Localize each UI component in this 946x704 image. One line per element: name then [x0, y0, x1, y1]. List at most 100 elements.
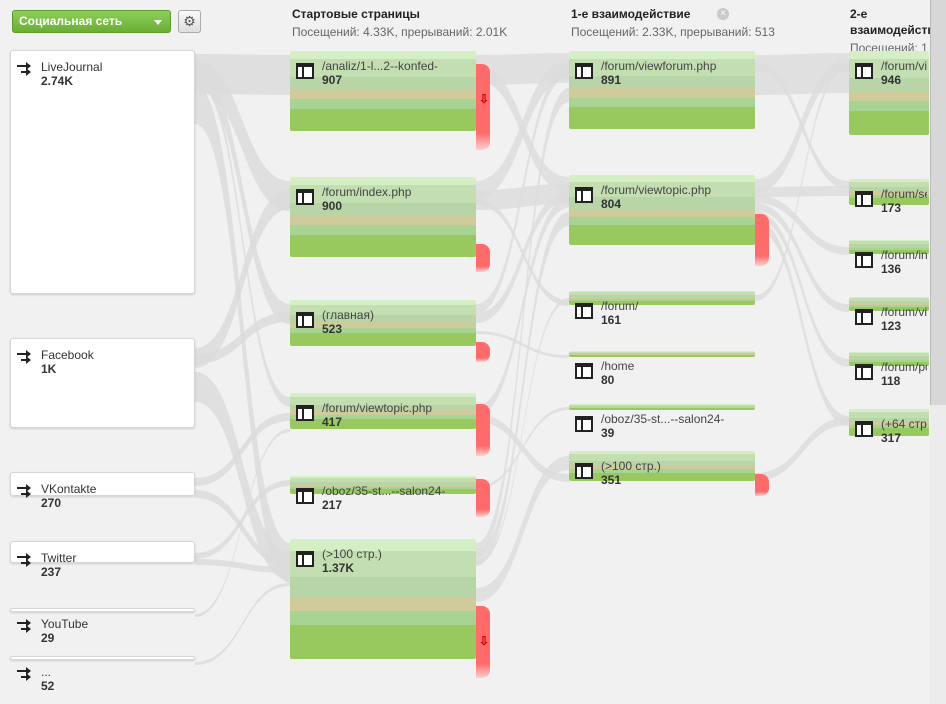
flow-link[interactable] [755, 417, 849, 481]
node-band [849, 244, 929, 247]
node-band [849, 305, 929, 308]
dropoff-bar[interactable] [755, 214, 769, 266]
dropoff-bar[interactable] [755, 474, 769, 496]
page-node[interactable] [569, 291, 755, 305]
node-band [849, 307, 929, 311]
source-node[interactable] [10, 656, 195, 660]
flow-link[interactable] [476, 60, 569, 199]
flow-link[interactable] [476, 407, 569, 489]
dropoff-bar[interactable] [476, 479, 490, 517]
chevron-down-icon [154, 20, 162, 25]
flow-link[interactable] [755, 211, 849, 367]
page-node[interactable] [849, 352, 929, 366]
dropoff-bar[interactable] [476, 404, 490, 456]
page-node[interactable] [569, 51, 755, 129]
flow-link[interactable] [476, 298, 569, 565]
page-icon [855, 252, 873, 268]
flow-link[interactable] [195, 66, 290, 324]
page-node-value: 123 [881, 319, 902, 333]
node-band [849, 246, 929, 249]
flow-link[interactable] [195, 480, 290, 559]
source-node[interactable] [10, 608, 195, 612]
node-band [569, 351, 755, 353]
node-band [290, 625, 476, 659]
page-node[interactable] [290, 300, 476, 346]
dimension-select-button[interactable]: Социальная сеть [12, 10, 171, 33]
flow-link[interactable] [476, 88, 569, 557]
node-band [569, 88, 755, 98]
settings-button[interactable]: ⚙ [178, 10, 201, 33]
flow-link[interactable] [195, 189, 290, 368]
flow-link[interactable] [755, 58, 849, 193]
flow-link[interactable] [195, 312, 290, 364]
flow-link[interactable] [195, 429, 290, 617]
flow-link[interactable] [755, 186, 849, 197]
flow-link[interactable] [476, 456, 569, 602]
page-node[interactable] [290, 393, 476, 429]
node-band [290, 484, 476, 487]
source-node[interactable] [10, 50, 195, 294]
flow-link[interactable] [195, 559, 290, 573]
flow-link[interactable] [195, 413, 290, 486]
vertical-scrollbar[interactable] [930, 0, 946, 405]
page-node[interactable] [849, 297, 929, 311]
dropoff-bar[interactable] [476, 244, 490, 272]
page-node[interactable] [290, 177, 476, 257]
flow-link[interactable] [476, 198, 569, 416]
page-node[interactable] [569, 351, 755, 357]
page-node[interactable] [849, 51, 929, 135]
node-band [849, 51, 929, 60]
dropoff-bar[interactable] [476, 342, 490, 362]
page-node[interactable] [849, 240, 929, 254]
flow-link[interactable] [476, 184, 569, 210]
column-title: 2-е взаимодействие [850, 7, 946, 37]
page-node[interactable] [290, 51, 476, 131]
column-subtitle: Посещений: 4.33K, прерываний: 2.01K [292, 25, 508, 39]
page-node[interactable] [849, 409, 929, 436]
page-node[interactable] [569, 175, 755, 245]
flow-link[interactable] [195, 490, 290, 567]
node-band [290, 418, 476, 429]
page-icon [296, 551, 314, 567]
source-node[interactable] [10, 472, 195, 496]
flow-link[interactable] [476, 331, 569, 358]
source-arrow-icon [17, 62, 31, 76]
source-label: LiveJournal [41, 60, 103, 74]
page-node[interactable] [849, 179, 929, 205]
node-band [569, 51, 755, 59]
page-node-value: 417 [322, 415, 343, 429]
flow-link[interactable] [476, 191, 569, 323]
source-label: VKontakte [41, 482, 97, 496]
source-label: YouTube [41, 617, 89, 631]
flow-link[interactable] [755, 195, 849, 255]
node-band [290, 414, 476, 419]
flow-link[interactable] [755, 203, 849, 312]
gear-icon: ⚙ [183, 13, 196, 29]
flow-link[interactable] [476, 67, 569, 314]
flow-link[interactable] [755, 219, 849, 426]
node-band [569, 460, 755, 466]
page-node-label: /forum/viewtopic.php [601, 183, 712, 197]
page-node[interactable] [290, 539, 476, 659]
flow-link[interactable] [195, 583, 290, 665]
page-node-label: /home [601, 359, 635, 373]
flow-link[interactable] [195, 72, 290, 407]
page-node-label: (>100 стр.) [601, 459, 661, 473]
source-node[interactable] [10, 338, 195, 428]
close-icon[interactable]: × [717, 8, 729, 20]
source-node[interactable] [10, 541, 195, 563]
page-node[interactable] [569, 451, 755, 481]
node-band [569, 75, 755, 89]
dropoff-arrow-icon: ⇩ [479, 92, 490, 106]
page-node[interactable] [290, 476, 476, 494]
dropoff-bar[interactable] [476, 64, 490, 150]
flow-link[interactable] [755, 63, 849, 301]
scrollbar-track[interactable] [930, 405, 946, 704]
page-node-value: 351 [601, 473, 622, 487]
node-band [290, 185, 476, 203]
dropoff-bar[interactable] [476, 606, 490, 678]
page-node[interactable] [569, 404, 755, 410]
node-band [569, 406, 755, 408]
flow-link[interactable] [476, 212, 569, 566]
flow-link[interactable] [195, 372, 290, 581]
